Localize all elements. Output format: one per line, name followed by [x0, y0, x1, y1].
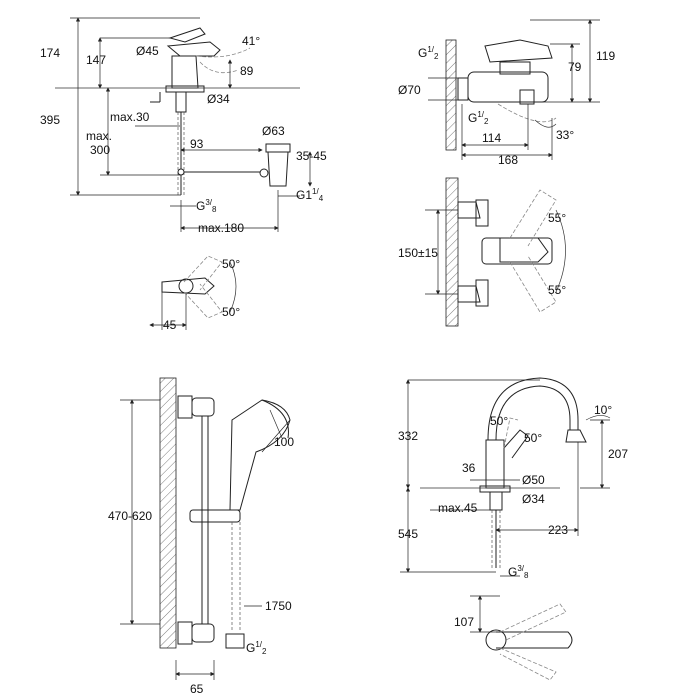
shower-dim-1750: 1750 — [265, 599, 292, 613]
basin-mixer-drawing: 174 147 Ø45 41° 89 395 Ø34 max.30 max. 3… — [40, 17, 327, 235]
sink-angle-10: 10° — [594, 403, 612, 417]
max-180: max.180 — [198, 221, 244, 235]
dim-93: 93 — [190, 137, 204, 151]
dia-63: Ø63 — [262, 124, 285, 138]
sink-angle-50-left: 50° — [490, 414, 508, 428]
shower-dim-65: 65 — [190, 682, 204, 696]
sink-mixer-top-view: 107 — [454, 595, 573, 681]
sink-dia-50: Ø50 — [522, 473, 545, 487]
lever-angle-50-top: 50° — [222, 257, 240, 271]
shower-thread-g-1-2: G1/2 — [246, 640, 267, 656]
range-35-45: 35-45 — [296, 149, 327, 163]
dim-max-label: max. — [86, 129, 112, 143]
thread-g1-1-4: G11/4 — [296, 187, 324, 203]
sink-max-45: max.45 — [438, 501, 478, 515]
sink-dim-207: 207 — [608, 447, 628, 461]
sink-dia-34: Ø34 — [522, 492, 545, 506]
dim-174: 174 — [40, 46, 60, 60]
bath-thread-g-1-2-top: G1/2 — [418, 45, 439, 61]
dia-45: Ø45 — [136, 44, 159, 58]
shower-dim-470-620: 470-620 — [108, 509, 152, 523]
dim-89: 89 — [240, 64, 254, 78]
bath-lever-angle-55-bottom: 55° — [548, 283, 566, 297]
bath-dim-168: 168 — [498, 153, 518, 167]
sink-dim-545: 545 — [398, 527, 418, 541]
sink-dim-36: 36 — [462, 461, 476, 475]
lever-angle-50-bottom: 50° — [222, 305, 240, 319]
angle-41: 41° — [242, 34, 260, 48]
max-30: max.30 — [110, 110, 150, 124]
sink-dim-223: 223 — [548, 523, 568, 537]
shower-dim-100: 100 — [274, 435, 294, 449]
sink-top-dim-107: 107 — [454, 615, 474, 629]
bath-dim-119: 119 — [596, 49, 615, 63]
bath-angle-33: 33° — [556, 128, 574, 142]
thread-g-3-8: G3/8 — [196, 198, 217, 214]
bath-mixer-drawing: G1/2 Ø70 119 79 G1/2 114 33° 168 — [398, 19, 615, 167]
sink-mixer-drawing: 332 10° 50° 50° 207 36 Ø50 Ø34 max.45 54… — [398, 377, 628, 580]
sink-dim-332: 332 — [398, 429, 418, 443]
dim-147: 147 — [86, 53, 106, 67]
dim-395: 395 — [40, 113, 60, 127]
bath-dia-70: Ø70 — [398, 83, 421, 97]
basin-lever-top-view: 50° 50° 45 — [149, 255, 240, 332]
sink-angle-50-right: 50° — [524, 431, 542, 445]
sink-thread-g-3-8: G3/8 — [508, 564, 529, 580]
bath-lever-dim-150: 150±15 — [398, 246, 438, 260]
bath-lever-angle-55-top: 55° — [548, 211, 566, 225]
bath-lever-side-view: 55° 150±15 55° — [398, 177, 566, 327]
lever-dim-45: 45 — [163, 318, 177, 332]
dim-300: 300 — [90, 143, 110, 157]
dia-34: Ø34 — [207, 92, 230, 106]
shower-set-drawing: 470-620 100 1750 G1/2 65 — [108, 377, 294, 696]
bath-thread-g-1-2-bottom: G1/2 — [468, 110, 489, 126]
bath-dim-79: 79 — [568, 60, 582, 74]
bath-dim-114: 114 — [482, 131, 501, 145]
